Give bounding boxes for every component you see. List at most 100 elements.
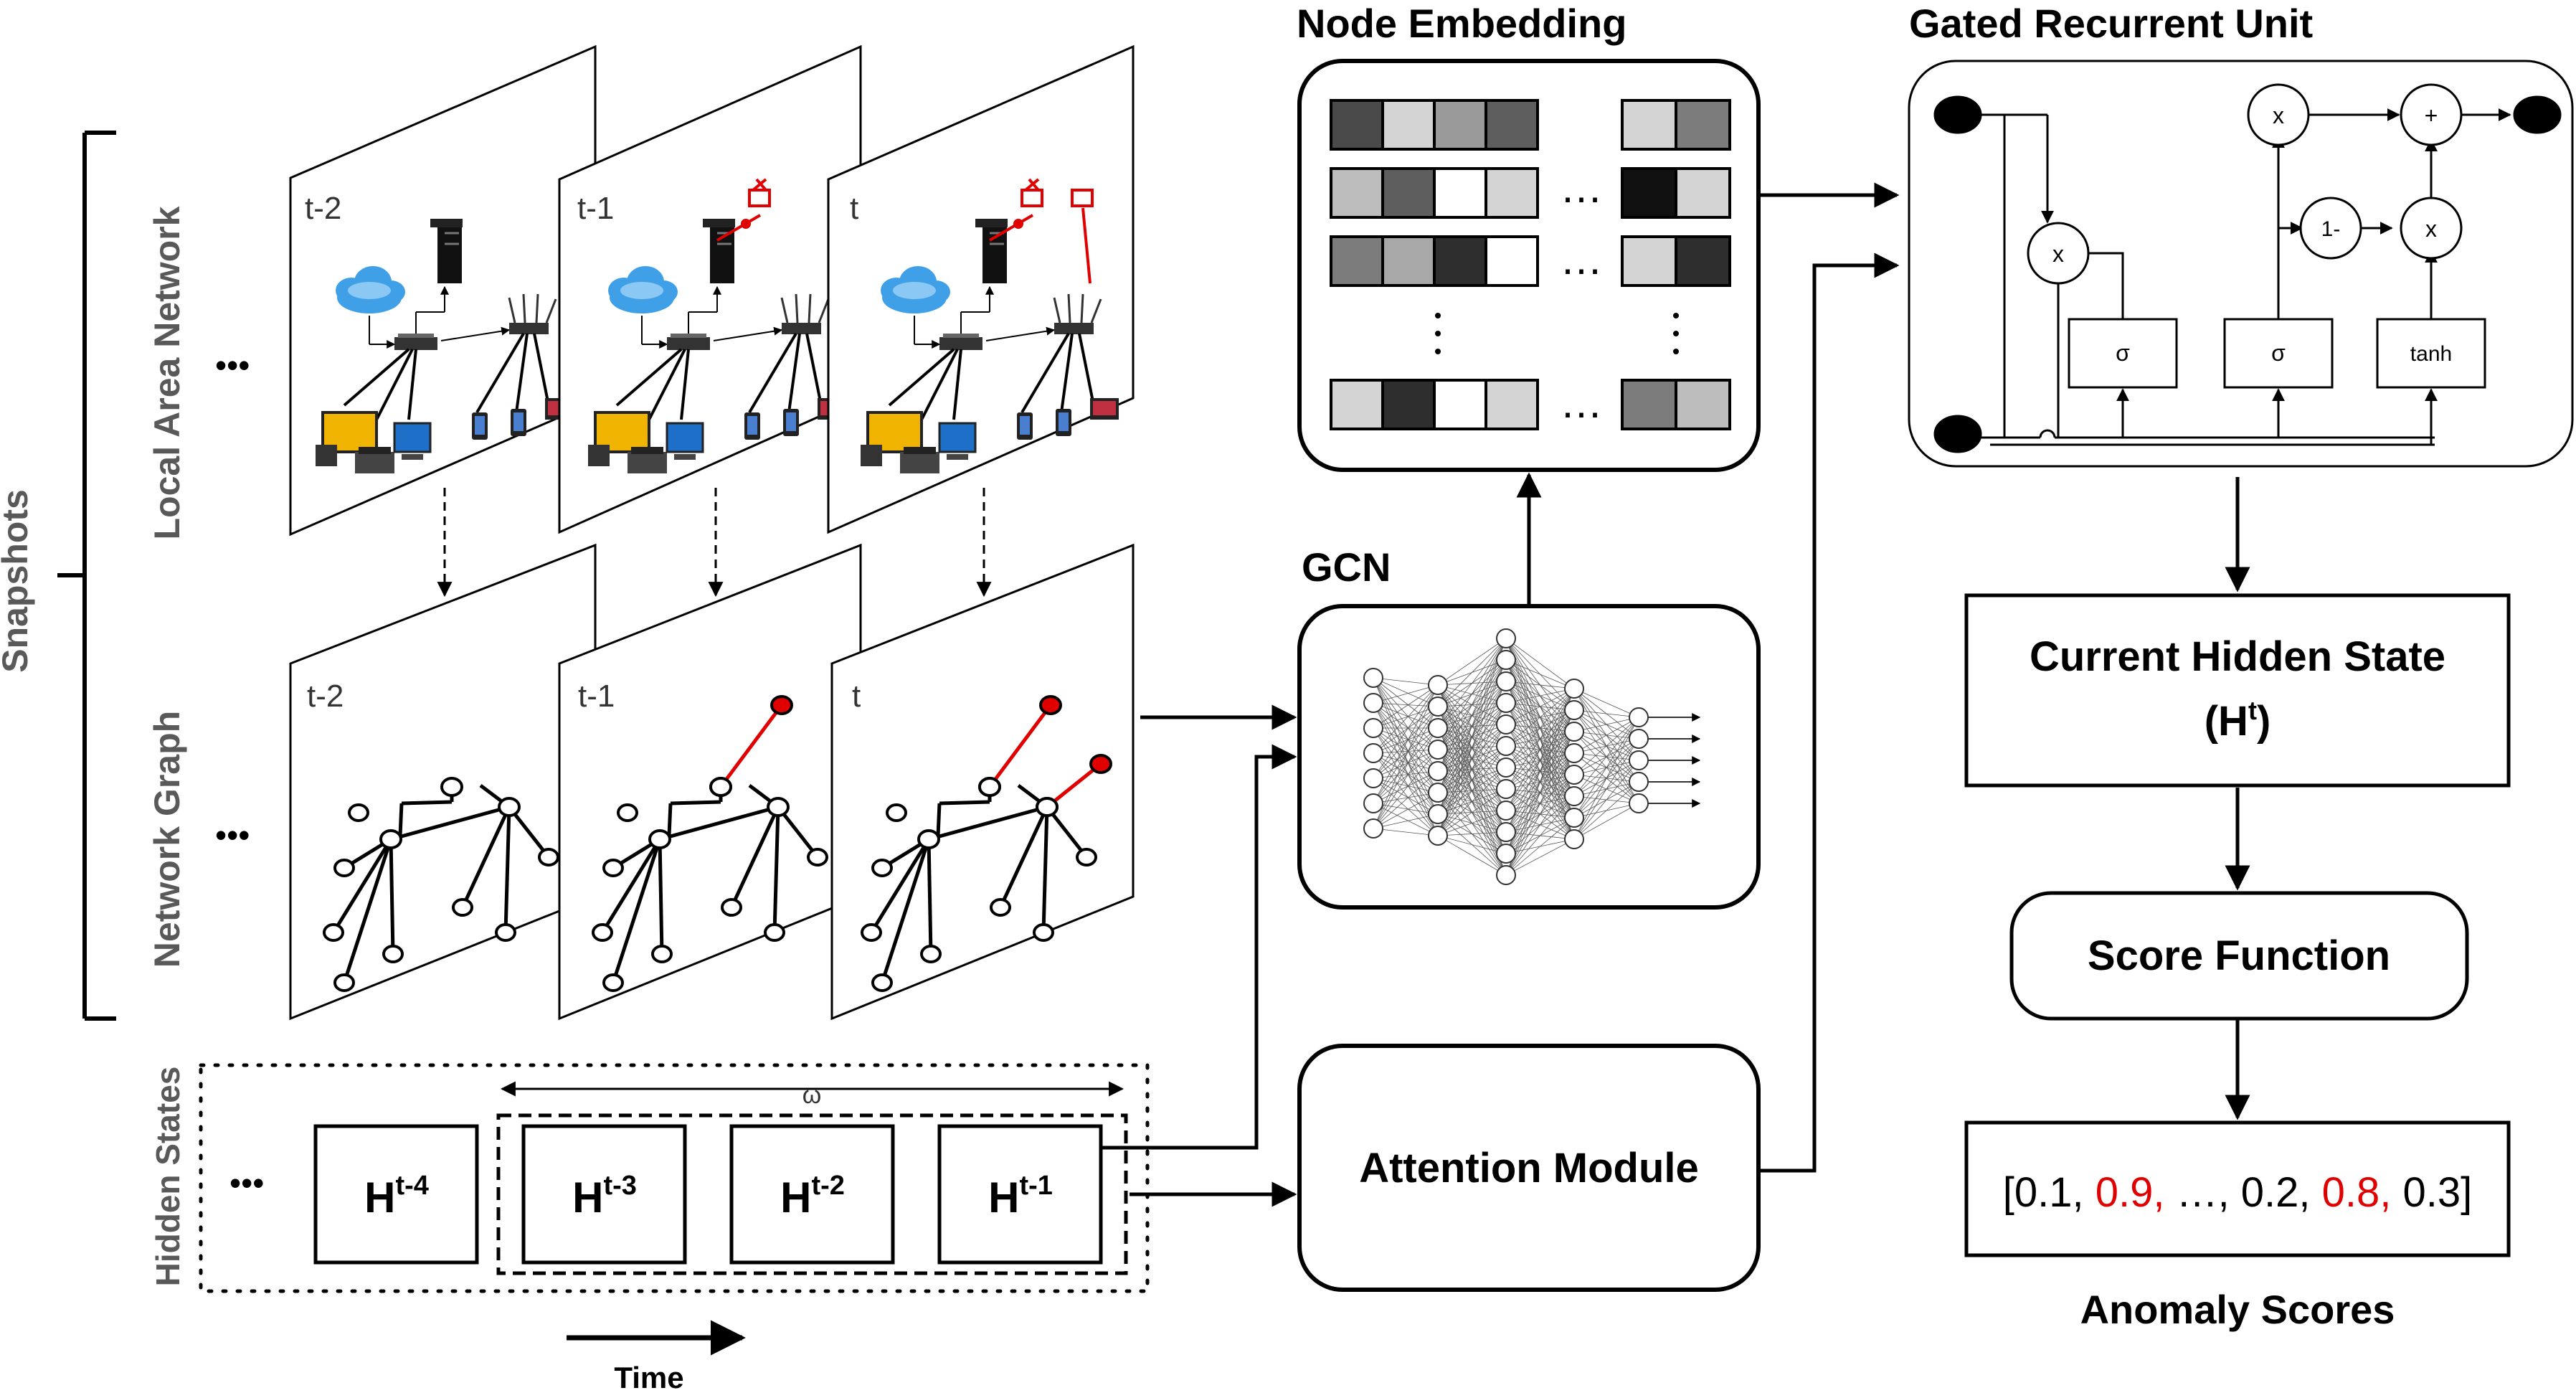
gcn-neuron [1629, 793, 1649, 813]
gcn-neuron [1629, 707, 1649, 727]
embedding-cell [1381, 167, 1436, 219]
svg-text:tanh: tanh [2410, 342, 2452, 366]
anomaly-node [770, 695, 793, 715]
gcn-neuron [1629, 772, 1649, 792]
embedding-cell [1330, 379, 1384, 430]
attention-module-box [1297, 1044, 1761, 1292]
time-label: Time [614, 1361, 683, 1393]
hidden-ellipsis: ••• [229, 1164, 264, 1201]
embedding-cell [1381, 99, 1436, 151]
gcn-neuron [1428, 804, 1448, 824]
gcn-neuron [1428, 826, 1448, 846]
lan-panel-t: t [827, 44, 1135, 534]
snapshots-label: Snapshots [0, 489, 35, 673]
hidden-state-card-t-2: Ht-2 [729, 1124, 895, 1265]
network-graph-label: Network Graph [147, 711, 187, 968]
lan-ellipsis: ••• [215, 346, 250, 384]
gru-title: Gated Recurrent Unit [1909, 1, 2313, 46]
embedding-cell [1330, 235, 1384, 287]
gcn-neuron [1564, 743, 1584, 763]
gcn-neuron [1363, 668, 1383, 688]
snapshots-bracket [57, 131, 116, 1021]
graph-ellipsis: ••• [215, 816, 250, 854]
gru-ops: x x + 1- x σ σ tanh [2027, 83, 2486, 389]
gcn-neuron [1428, 740, 1448, 760]
svg-text:Ht-3: Ht-3 [572, 1171, 637, 1222]
gcn-neuron [1496, 671, 1516, 691]
gcn-neuron [1363, 793, 1383, 813]
gcn-neuron [1363, 768, 1383, 788]
anomaly-device-icon [988, 178, 1094, 284]
svg-text:+: + [2425, 103, 2438, 128]
gcn-neuron [1496, 801, 1516, 821]
score-function-box [2009, 891, 2469, 1021]
gcn-neuron [1564, 722, 1584, 742]
embedding-cell [1621, 99, 1677, 151]
gcn-neuron [1564, 700, 1584, 720]
svg-text:σ: σ [2116, 340, 2130, 366]
anomaly-device-icon [716, 178, 771, 242]
gcn-neuron [1363, 818, 1383, 839]
gcn-neuron [1564, 829, 1584, 849]
svg-text:Ht-4: Ht-4 [364, 1171, 429, 1222]
hidden-states-label: Hidden States [149, 1067, 186, 1287]
gcn-neuron [1564, 765, 1584, 785]
node-embedding-title: Node Embedding [1297, 1, 1626, 46]
embedding-cell [1433, 379, 1487, 430]
gcn-neuron [1564, 679, 1584, 699]
local-area-network-label: Local Area Network [147, 206, 187, 539]
hidden-state-card-t-4: Ht-4 [313, 1124, 479, 1265]
embedding-cell [1621, 235, 1677, 287]
svg-text:Ht-1: Ht-1 [988, 1171, 1053, 1222]
embedding-cell [1675, 99, 1731, 151]
gcn-neuron [1496, 628, 1516, 648]
svg-text:Ht-2: Ht-2 [780, 1171, 845, 1222]
embedding-cell [1675, 379, 1731, 430]
anomaly-scores-label: Anomaly Scores [2080, 1287, 2395, 1332]
svg-text:x: x [2273, 103, 2284, 128]
attention-module-label: Attention Module [1359, 1145, 1699, 1191]
embedding-cell [1433, 167, 1487, 219]
graph-time-label: t [852, 679, 861, 714]
gcn-title: GCN [1302, 544, 1391, 590]
gcn-neuron [1428, 696, 1448, 717]
lan-time-label: t-2 [305, 191, 341, 226]
embedding-cell [1675, 167, 1731, 219]
graph-time-label: t-2 [307, 679, 344, 714]
lan-time-label: t-1 [577, 191, 614, 226]
current-hidden-state-symbol: (Ht) [2205, 696, 2271, 745]
embedding-cell [1381, 379, 1436, 430]
score-function-label: Score Function [2088, 932, 2390, 979]
hidden-state-card-t-3: Ht-3 [521, 1124, 687, 1265]
gru-cell [1933, 95, 2562, 453]
gcn-neuron [1496, 650, 1516, 670]
embedding-cell [1484, 235, 1539, 287]
graph-panel-t-2: t-2 [289, 543, 597, 1021]
current-hidden-state-label: Current Hidden State [2030, 633, 2445, 680]
gcn-neuron [1363, 718, 1383, 738]
embedding-cell [1484, 379, 1539, 430]
lan-time-label: t [850, 191, 858, 226]
gcn-neuron [1496, 736, 1516, 756]
gcn-neuron [1496, 757, 1516, 778]
window-frame [496, 1113, 1128, 1275]
gcn-neuron [1496, 693, 1516, 713]
graph-panel-t-1: t-1 [558, 543, 862, 1021]
embedding-matrix [1330, 99, 1731, 430]
lan-to-graph-arrows [437, 488, 992, 598]
graph-time-label: t-1 [578, 679, 615, 714]
embedding-cell [1484, 167, 1539, 219]
gcn-neuron [1496, 714, 1516, 735]
gcn-neuron [1428, 718, 1448, 738]
hidden-states-frame [199, 1063, 1150, 1293]
anomaly-scores-values: [0.1, 0.9, …, 0.2, 0.8, 0.3] [2003, 1169, 2473, 1216]
connection-arrows [1101, 182, 2250, 1207]
current-hidden-state-box [1964, 593, 2511, 788]
lan-panel-t-2: t-2 [289, 44, 597, 537]
gcn-neuron [1428, 783, 1448, 803]
gcn-neuron [1428, 675, 1448, 695]
embedding-ellipsis: … [1560, 379, 1603, 427]
hidden-state-card-t-1: Ht-1 [937, 1124, 1103, 1265]
gcn-network-icon [1363, 628, 1701, 885]
